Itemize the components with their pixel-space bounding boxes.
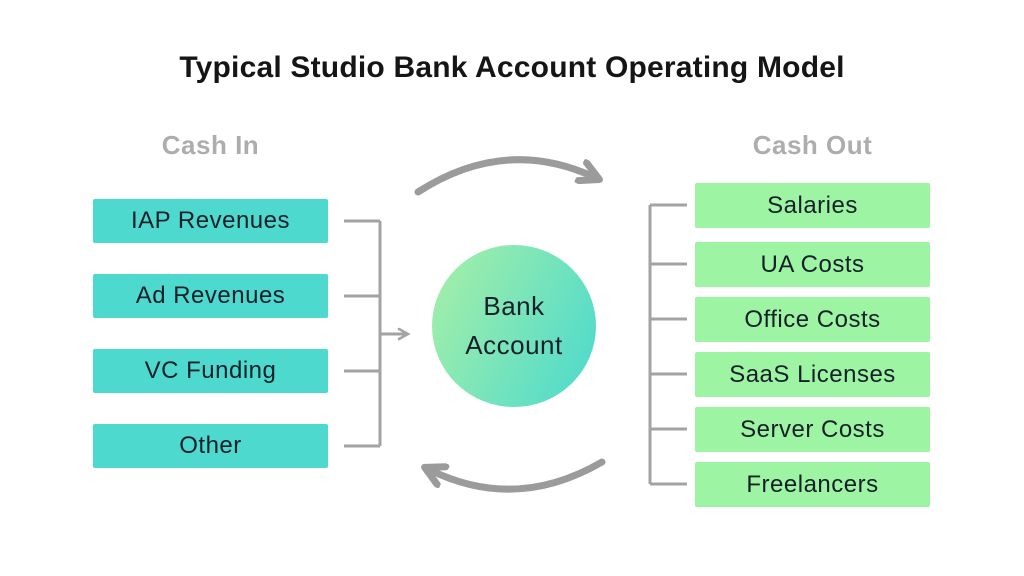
cash-out-box-office-costs: Office Costs (695, 297, 930, 342)
cash-in-box-other: Other (93, 424, 328, 468)
cash-out-bracket (648, 203, 687, 486)
cash-out-box-saas-licenses: SaaS Licenses (695, 352, 930, 397)
bank-account-node: Bank Account (432, 245, 596, 407)
cash-in-bracket (344, 219, 382, 448)
flow-arrow-top (414, 156, 594, 196)
cash-in-box-vc-funding: VC Funding (93, 349, 328, 393)
cash-out-box-salaries: Salaries (695, 183, 930, 228)
flow-arrow-bottom (430, 458, 606, 493)
cash-in-box-ad-revenues: Ad Revenues (93, 274, 328, 318)
page-title: Typical Studio Bank Account Operating Mo… (179, 51, 845, 85)
cash-out-box-freelancers: Freelancers (695, 462, 930, 507)
cash-in-box-iap-revenues: IAP Revenues (93, 199, 328, 243)
bank-account-label: Bank Account (465, 291, 563, 360)
cash-out-box-ua-costs: UA Costs (695, 242, 930, 287)
cash-out-label: Cash Out (752, 130, 873, 160)
cash-out-box-server-costs: Server Costs (695, 407, 930, 452)
cash-in-label: Cash In (161, 130, 260, 160)
